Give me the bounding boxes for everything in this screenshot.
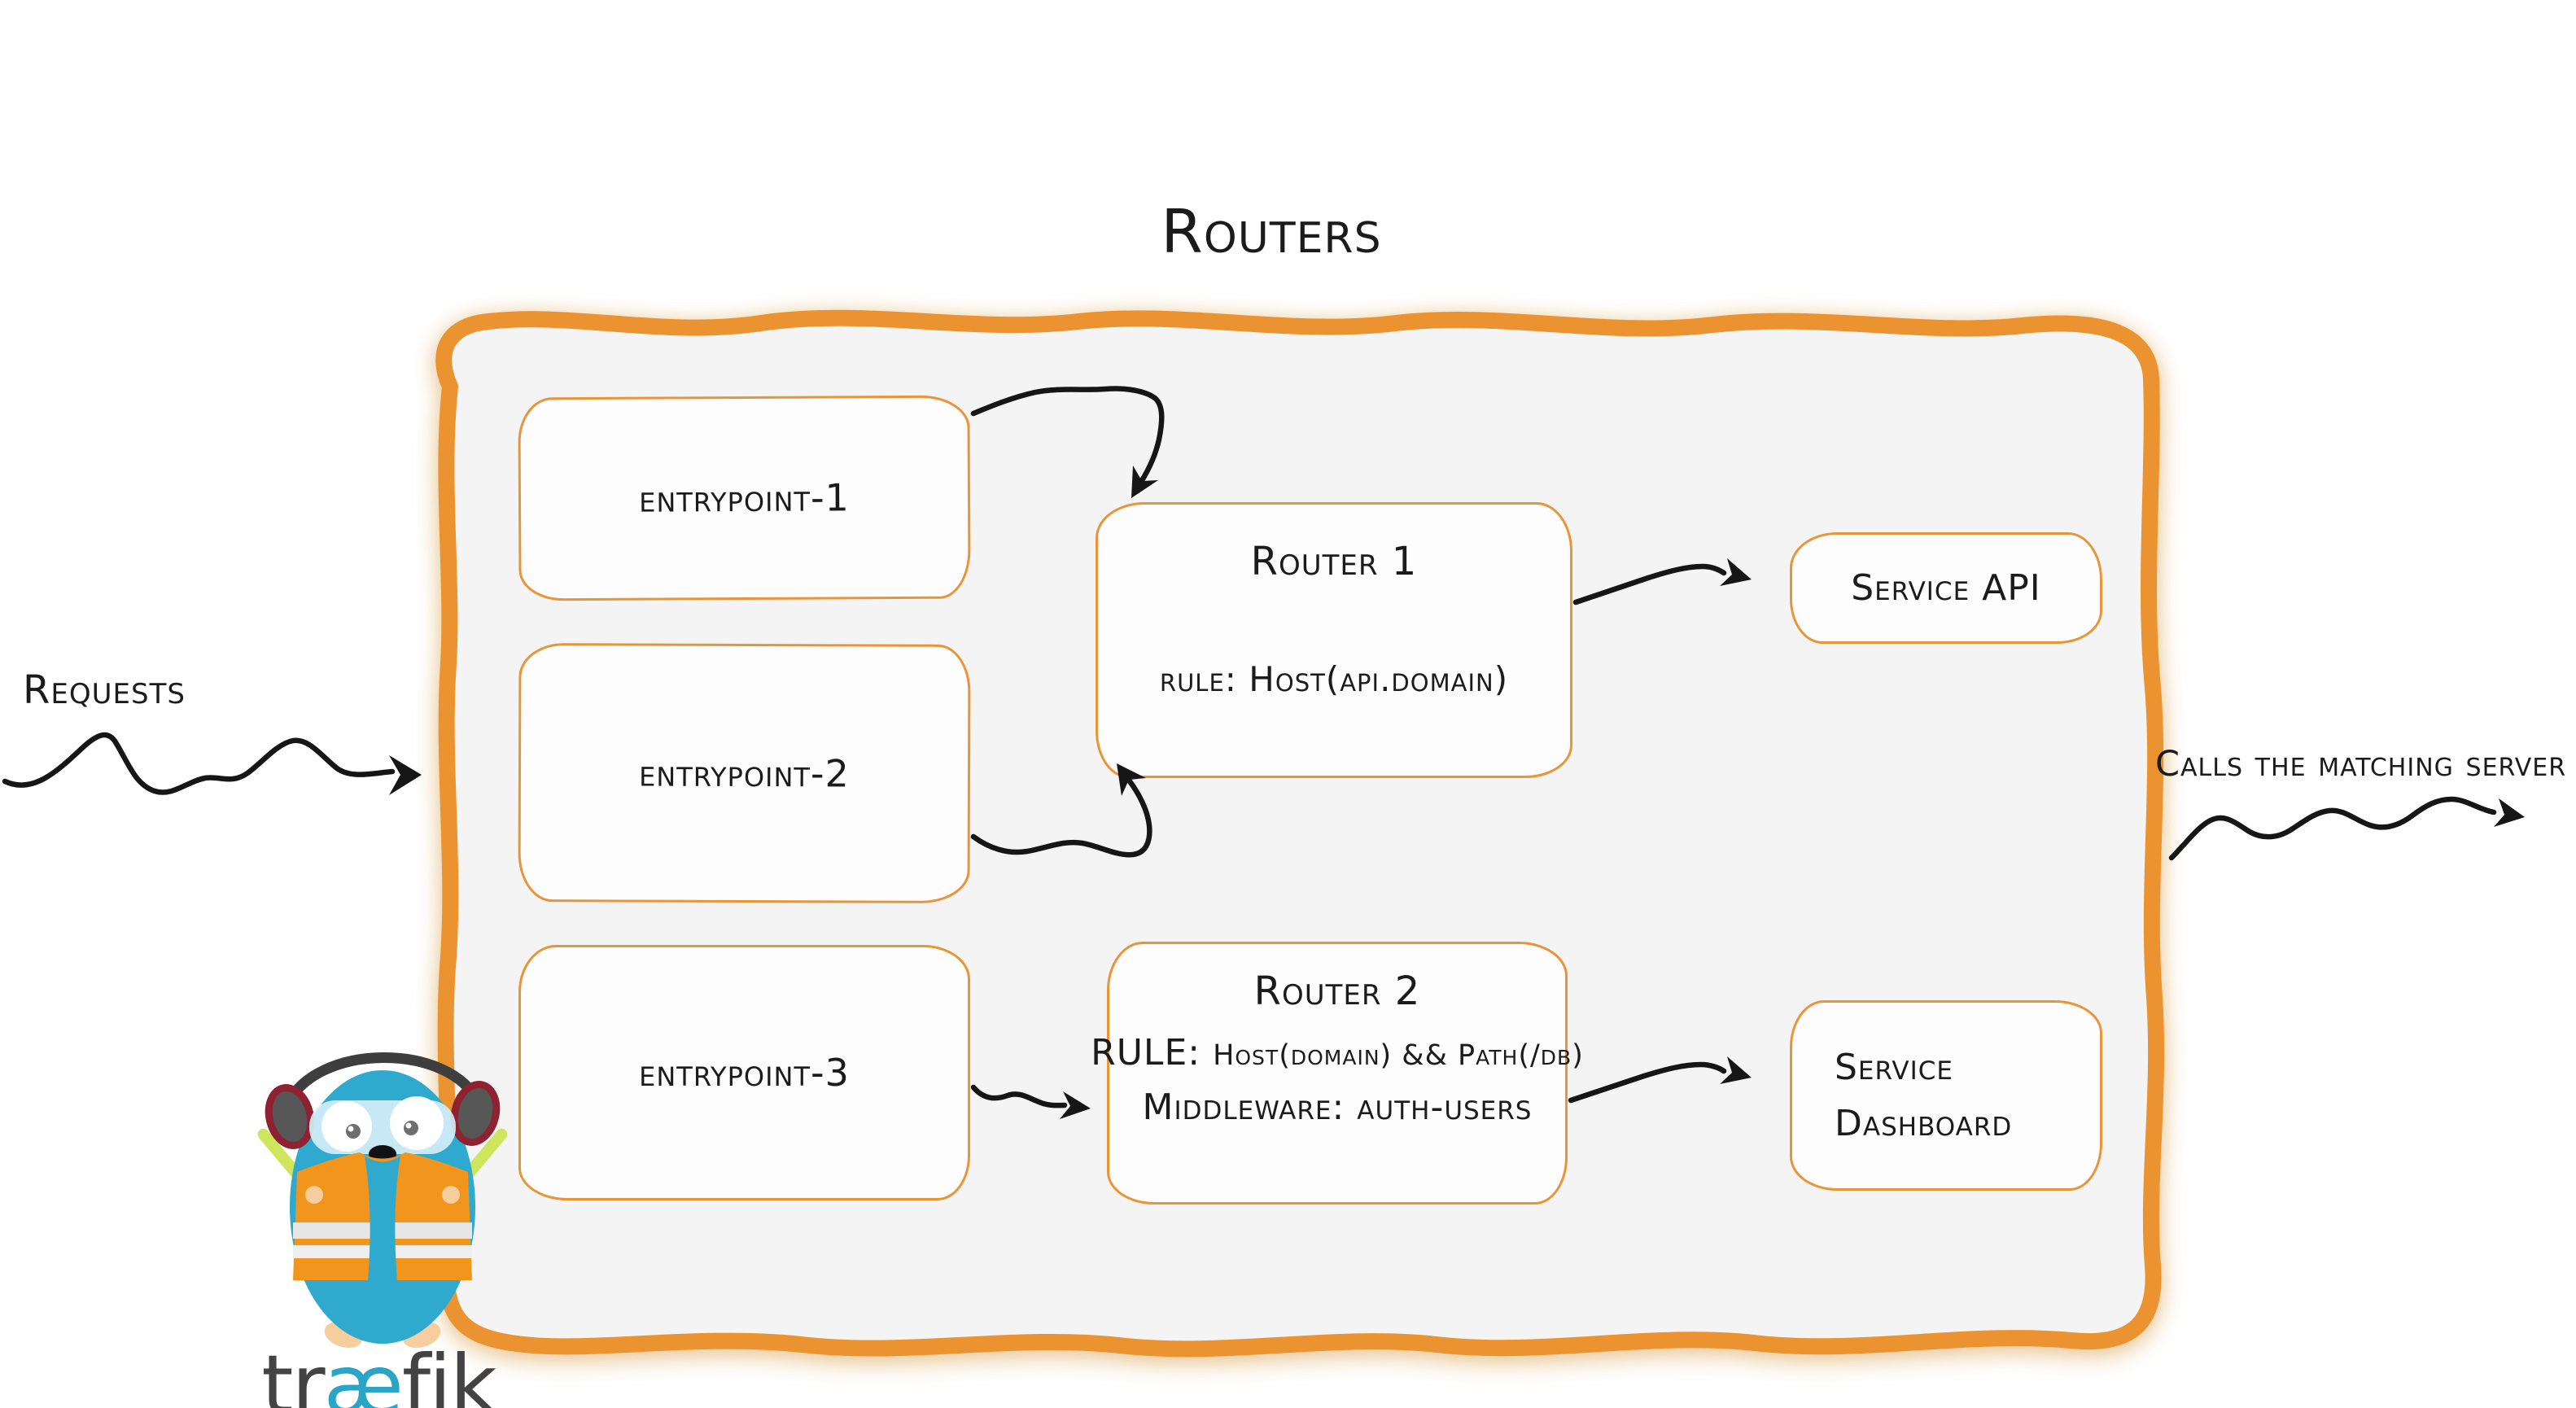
- router-1-rule-label: rule:: [1159, 659, 1249, 699]
- service-dashboard-label-line2: Dashboard: [1835, 1103, 2013, 1144]
- gopher-right-earcup: [450, 1081, 501, 1146]
- router-1-rule: rule: Host(api.domain): [1160, 659, 1508, 699]
- gopher-left-hand: [305, 1186, 323, 1204]
- gopher-right-eye: [390, 1096, 444, 1150]
- router-2-middleware-value: auth-users: [1357, 1087, 1533, 1128]
- node-router-1: Router 1 rule: Host(api.domain): [1096, 502, 1572, 778]
- calls-matching-server-label: Calls the matching server: [2155, 744, 2567, 785]
- node-service-dashboard: Service Dashboard: [1790, 1000, 2102, 1191]
- router-2-middleware: Middleware: auth-users: [1142, 1087, 1532, 1128]
- gopher-headphones-band: [281, 1052, 484, 1113]
- entrypoint-3-label: entrypoint-3: [639, 1051, 850, 1095]
- router-2-rule-value: Host(domain) && Path(/db): [1213, 1039, 1584, 1072]
- wordmark-fik: fik: [401, 1337, 497, 1408]
- calls-matching-server-arrow: [2168, 796, 2497, 861]
- router-2-title: Router 2: [1253, 969, 1421, 1014]
- router-1-title: Router 1: [1250, 539, 1418, 584]
- calls-arrowhead-icon: [2494, 798, 2525, 827]
- requests-label: Requests: [23, 667, 186, 713]
- entrypoint-2-label: entrypoint-2: [639, 750, 850, 796]
- wordmark-ae: æ: [323, 1337, 404, 1408]
- entrypoint-1-label: entrypoint-1: [639, 475, 850, 521]
- router-2-rule-label: RULE:: [1091, 1032, 1214, 1073]
- gopher-left-eye-glint: [348, 1126, 354, 1132]
- wordmark-tr: tr: [261, 1337, 325, 1408]
- router-2-rule: RULE: Host(domain) && Path(/db): [1091, 1032, 1584, 1073]
- gopher-left-earcup: [265, 1084, 315, 1149]
- node-service-api: Service API: [1790, 532, 2102, 644]
- service-dashboard-label-line1: Service: [1835, 1047, 1953, 1088]
- requests-arrow: [2, 732, 396, 795]
- traefik-gopher-logo: [257, 1052, 508, 1349]
- traefik-wordmark: træfik: [256, 1345, 501, 1408]
- node-entrypoint-2: entrypoint-2: [518, 643, 971, 903]
- router-2-middleware-label: Middleware:: [1142, 1087, 1358, 1128]
- gopher-left-pupil: [346, 1124, 361, 1139]
- gopher-chest: [365, 1156, 400, 1280]
- diagram-title: Routers: [1161, 197, 1382, 267]
- gopher-right-eye-glint: [405, 1122, 412, 1129]
- gopher-right-hand: [442, 1186, 460, 1204]
- node-entrypoint-1: entrypoint-1: [518, 395, 971, 601]
- gopher-right-pupil: [404, 1121, 418, 1135]
- router-1-rule-value: Host(api.domain): [1249, 659, 1509, 699]
- node-entrypoint-3: entrypoint-3: [518, 945, 970, 1200]
- service-api-label: Service API: [1851, 567, 2041, 609]
- gopher-left-eye: [321, 1101, 372, 1152]
- node-router-2: Router 2 RULE: Host(domain) && Path(/db)…: [1091, 942, 1583, 1205]
